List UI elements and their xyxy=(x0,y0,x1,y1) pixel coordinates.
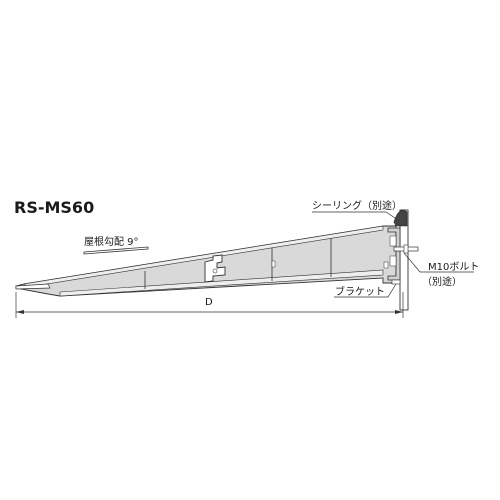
bracket-shape xyxy=(387,227,401,281)
bracket-slot-lower xyxy=(389,255,397,267)
sealing-label: シーリング（別途） xyxy=(312,199,402,212)
roof-slope-arrow xyxy=(83,246,149,255)
bracket-label: ブラケット xyxy=(335,285,385,298)
dimension-d: D xyxy=(15,292,404,318)
bolt-label-line2: （別途） xyxy=(422,275,462,288)
rib-mark-1 xyxy=(271,260,276,268)
bolt-label-line1: M10ボルト xyxy=(428,261,479,273)
rail-profile xyxy=(15,225,397,297)
rail-bottom-skin xyxy=(59,269,384,297)
bottom-fastener xyxy=(391,279,401,285)
sealing-leader xyxy=(312,211,399,221)
rib-mark-2 xyxy=(383,261,389,269)
bolt-leader xyxy=(403,252,474,273)
joint-pin xyxy=(212,268,218,274)
rail-tip-lip xyxy=(15,283,51,290)
sealing-callout: シーリング（別途） xyxy=(312,199,402,221)
bracket-slot-upper xyxy=(389,235,397,247)
model-title: RS-MS60 xyxy=(14,198,94,217)
bolt-nut xyxy=(403,244,409,254)
sealing-bead xyxy=(393,210,408,227)
dimension-label: D xyxy=(205,297,213,308)
dim-arrow-left xyxy=(16,310,24,314)
roof-slope-indicator: 屋根勾配 9° xyxy=(83,235,149,255)
bracket-leader xyxy=(334,283,397,298)
dim-arrow-right xyxy=(395,310,403,314)
roof-slope-label: 屋根勾配 9° xyxy=(84,235,139,248)
bolt-callout: M10ボルト （別途） xyxy=(403,252,479,288)
rail-joint-connector xyxy=(204,254,226,283)
wall-section xyxy=(387,209,419,311)
bracket-callout: ブラケット xyxy=(334,283,397,298)
